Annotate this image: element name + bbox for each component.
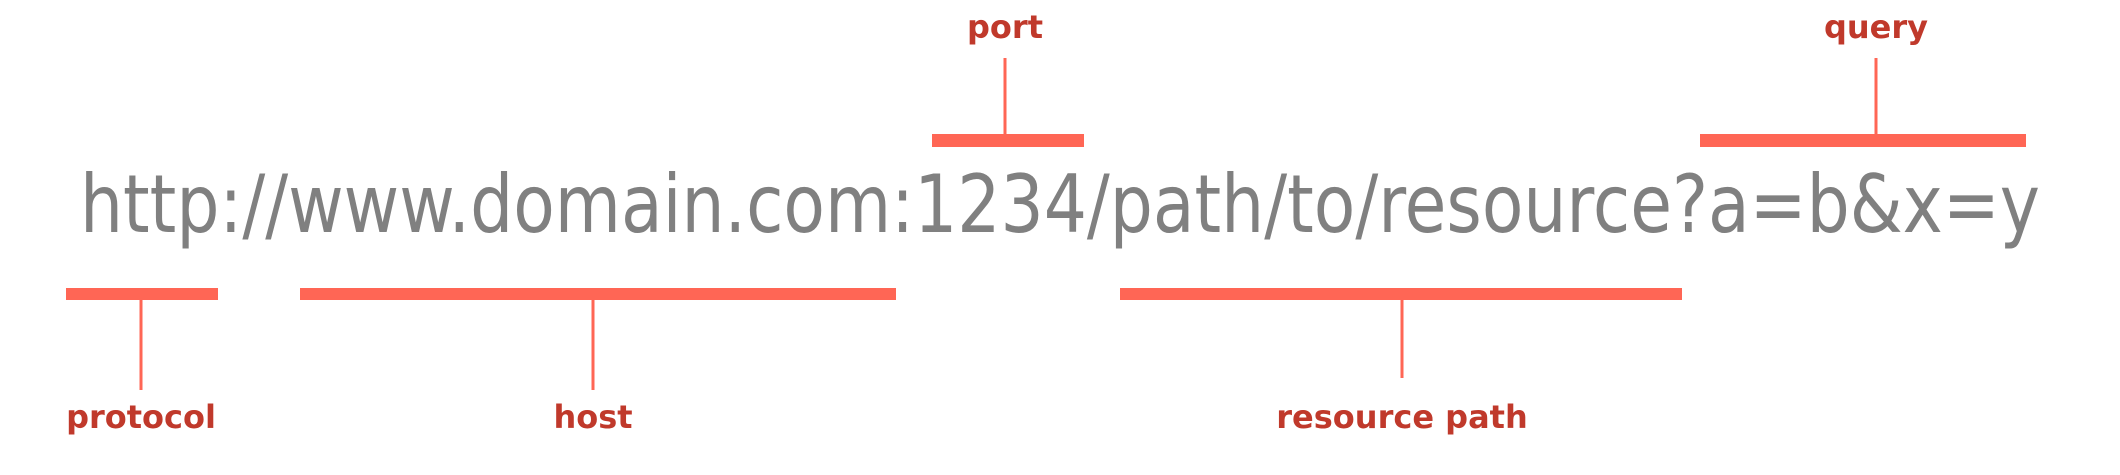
- host-bracket: [300, 288, 896, 300]
- url-path: /path/to/resource: [1087, 158, 1672, 251]
- url-host: www.domain.com: [288, 158, 891, 251]
- port-annotation: port: [932, 8, 1084, 147]
- host-annotation: host: [300, 288, 896, 436]
- protocol-bracket: [66, 288, 218, 300]
- resource-path-bracket: [1120, 288, 1682, 300]
- resource-path-label: resource path: [1276, 398, 1527, 436]
- query-bracket: [1700, 134, 2026, 147]
- protocol-label: protocol: [66, 398, 216, 436]
- port-label: port: [967, 8, 1043, 46]
- protocol-annotation: protocol: [66, 288, 218, 436]
- url-port: 1234: [914, 158, 1087, 251]
- host-label: host: [553, 398, 632, 436]
- port-bracket: [932, 134, 1084, 147]
- url-port-separator: :: [891, 158, 914, 251]
- resource-path-annotation: resource path: [1120, 288, 1682, 436]
- url-text: http://www.domain.com:1234/path/to/resou…: [80, 158, 2040, 251]
- url-protocol: http://: [80, 158, 288, 251]
- query-label: query: [1824, 8, 1928, 46]
- query-annotation: query: [1700, 8, 2026, 147]
- url-query: ?a=b&x=y: [1672, 158, 2040, 251]
